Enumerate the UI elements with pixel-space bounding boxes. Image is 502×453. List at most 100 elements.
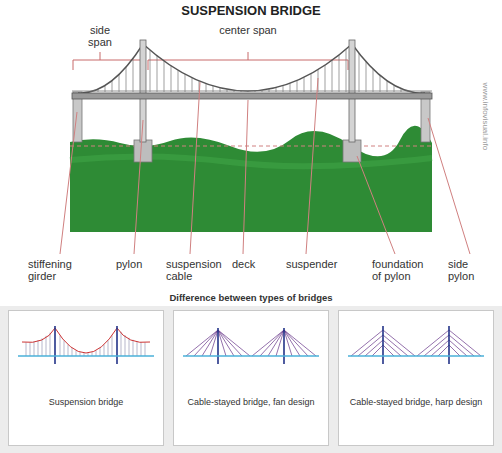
cable-stroke <box>178 70 179 92</box>
part-label: side pylon <box>448 258 488 282</box>
cable-stroke <box>50 333 51 356</box>
panel-ground <box>0 306 502 453</box>
harp-icon <box>348 326 484 364</box>
suspenders <box>84 49 415 93</box>
bridge-caption: Cable-stayed bridge, harp design <box>343 397 489 407</box>
cable-stroke <box>373 69 374 92</box>
cable-stroke <box>164 61 165 92</box>
part-label: suspender <box>286 258 348 270</box>
comparison-panel: Difference between types of bridgesSuspe… <box>0 290 502 453</box>
cable-stroke <box>218 330 250 356</box>
cable-stroke <box>202 330 218 356</box>
cable-stroke <box>284 330 300 356</box>
cable-stroke <box>64 340 65 356</box>
fan-icon <box>183 328 319 364</box>
cable-stroke <box>121 332 122 356</box>
part-label: center span <box>215 24 281 36</box>
cable-stroke <box>358 335 383 356</box>
cable-stroke <box>383 335 408 356</box>
cable-stroke <box>431 340 449 356</box>
cable-stroke <box>332 60 333 92</box>
cable-stroke <box>311 74 312 92</box>
suspension-cable <box>78 44 425 93</box>
part-label: side span <box>80 24 120 48</box>
suspension-icon <box>18 326 154 364</box>
box-ground <box>8 310 164 446</box>
cable-stroke <box>119 74 120 92</box>
cable-stroke <box>26 342 27 356</box>
bridge-caption: Cable-stayed bridge, fan design <box>178 397 324 407</box>
cable-stroke <box>383 330 415 356</box>
watermark: www.infovisual.info <box>481 61 490 171</box>
cable-stroke <box>72 348 73 356</box>
cable-stroke <box>284 330 316 356</box>
deck <box>72 93 432 99</box>
cable-stroke <box>449 340 467 356</box>
cable-stroke <box>192 78 193 92</box>
cable-stroke <box>96 350 97 356</box>
panel-heading: Difference between types of bridges <box>0 292 502 303</box>
cable-stroke <box>449 345 460 356</box>
cable-stroke <box>157 56 158 92</box>
cable-stroke <box>60 335 61 356</box>
cable-stroke <box>372 345 383 356</box>
cable-stroke <box>359 53 360 92</box>
part-label: suspension cable <box>166 258 230 282</box>
railing <box>72 91 432 92</box>
cable-stroke <box>34 342 35 356</box>
ground-texture <box>70 156 432 166</box>
cable-stroke <box>424 335 449 356</box>
water-line <box>70 146 432 147</box>
part-label: foundation of pylon <box>372 258 434 282</box>
cable-stroke <box>104 345 105 356</box>
cable-stroke <box>76 350 77 356</box>
cable-stroke <box>383 340 401 356</box>
cable-stroke <box>108 340 109 356</box>
part-label: stiffening girder <box>28 258 90 282</box>
bridge-type-box: Cable-stayed bridge, harp design <box>338 310 494 446</box>
cable-stroke <box>346 49 347 92</box>
cable-stroke <box>171 66 172 92</box>
cable-stroke <box>42 338 43 356</box>
cable-stroke <box>38 340 39 356</box>
cable-stroke <box>260 330 284 356</box>
cable-stroke <box>383 345 394 356</box>
cable-stroke <box>133 340 134 356</box>
cable-stroke <box>125 335 126 356</box>
cable-stroke <box>387 81 388 92</box>
cable-stroke <box>112 335 113 356</box>
cable-stroke <box>112 81 113 92</box>
cable-stroke <box>351 330 383 356</box>
title: SUSPENSION BRIDGE <box>0 4 502 18</box>
bridge-caption: Suspension bridge <box>13 397 159 407</box>
cable-stroke <box>449 335 474 356</box>
cable-stroke <box>141 342 142 356</box>
cable-stroke <box>304 77 305 92</box>
cable-stroke <box>449 330 481 356</box>
cable-stroke <box>68 345 69 356</box>
span-brackets <box>73 52 348 70</box>
cable-stroke <box>438 345 449 356</box>
cable-stroke <box>417 330 449 356</box>
cable-stroke <box>186 330 218 356</box>
cable-stroke <box>339 55 340 92</box>
part-label: pylon <box>116 258 156 270</box>
cable-stroke <box>325 65 326 92</box>
cable-stroke <box>218 330 242 356</box>
cable-stroke <box>268 330 284 356</box>
cable-stroke <box>30 342 31 356</box>
box-ground <box>173 310 329 446</box>
cable-stroke <box>194 330 218 356</box>
side-pylon <box>421 92 430 142</box>
leader-lines <box>60 78 470 254</box>
cable-stroke <box>150 50 151 92</box>
part-label: deck <box>232 258 268 270</box>
cable-stroke <box>185 74 186 92</box>
box-ground <box>338 310 494 446</box>
ground <box>70 126 432 232</box>
cable-stroke <box>297 80 298 92</box>
cable-stroke <box>145 342 146 356</box>
cable-stroke <box>137 341 138 356</box>
cable-stroke <box>129 338 130 356</box>
